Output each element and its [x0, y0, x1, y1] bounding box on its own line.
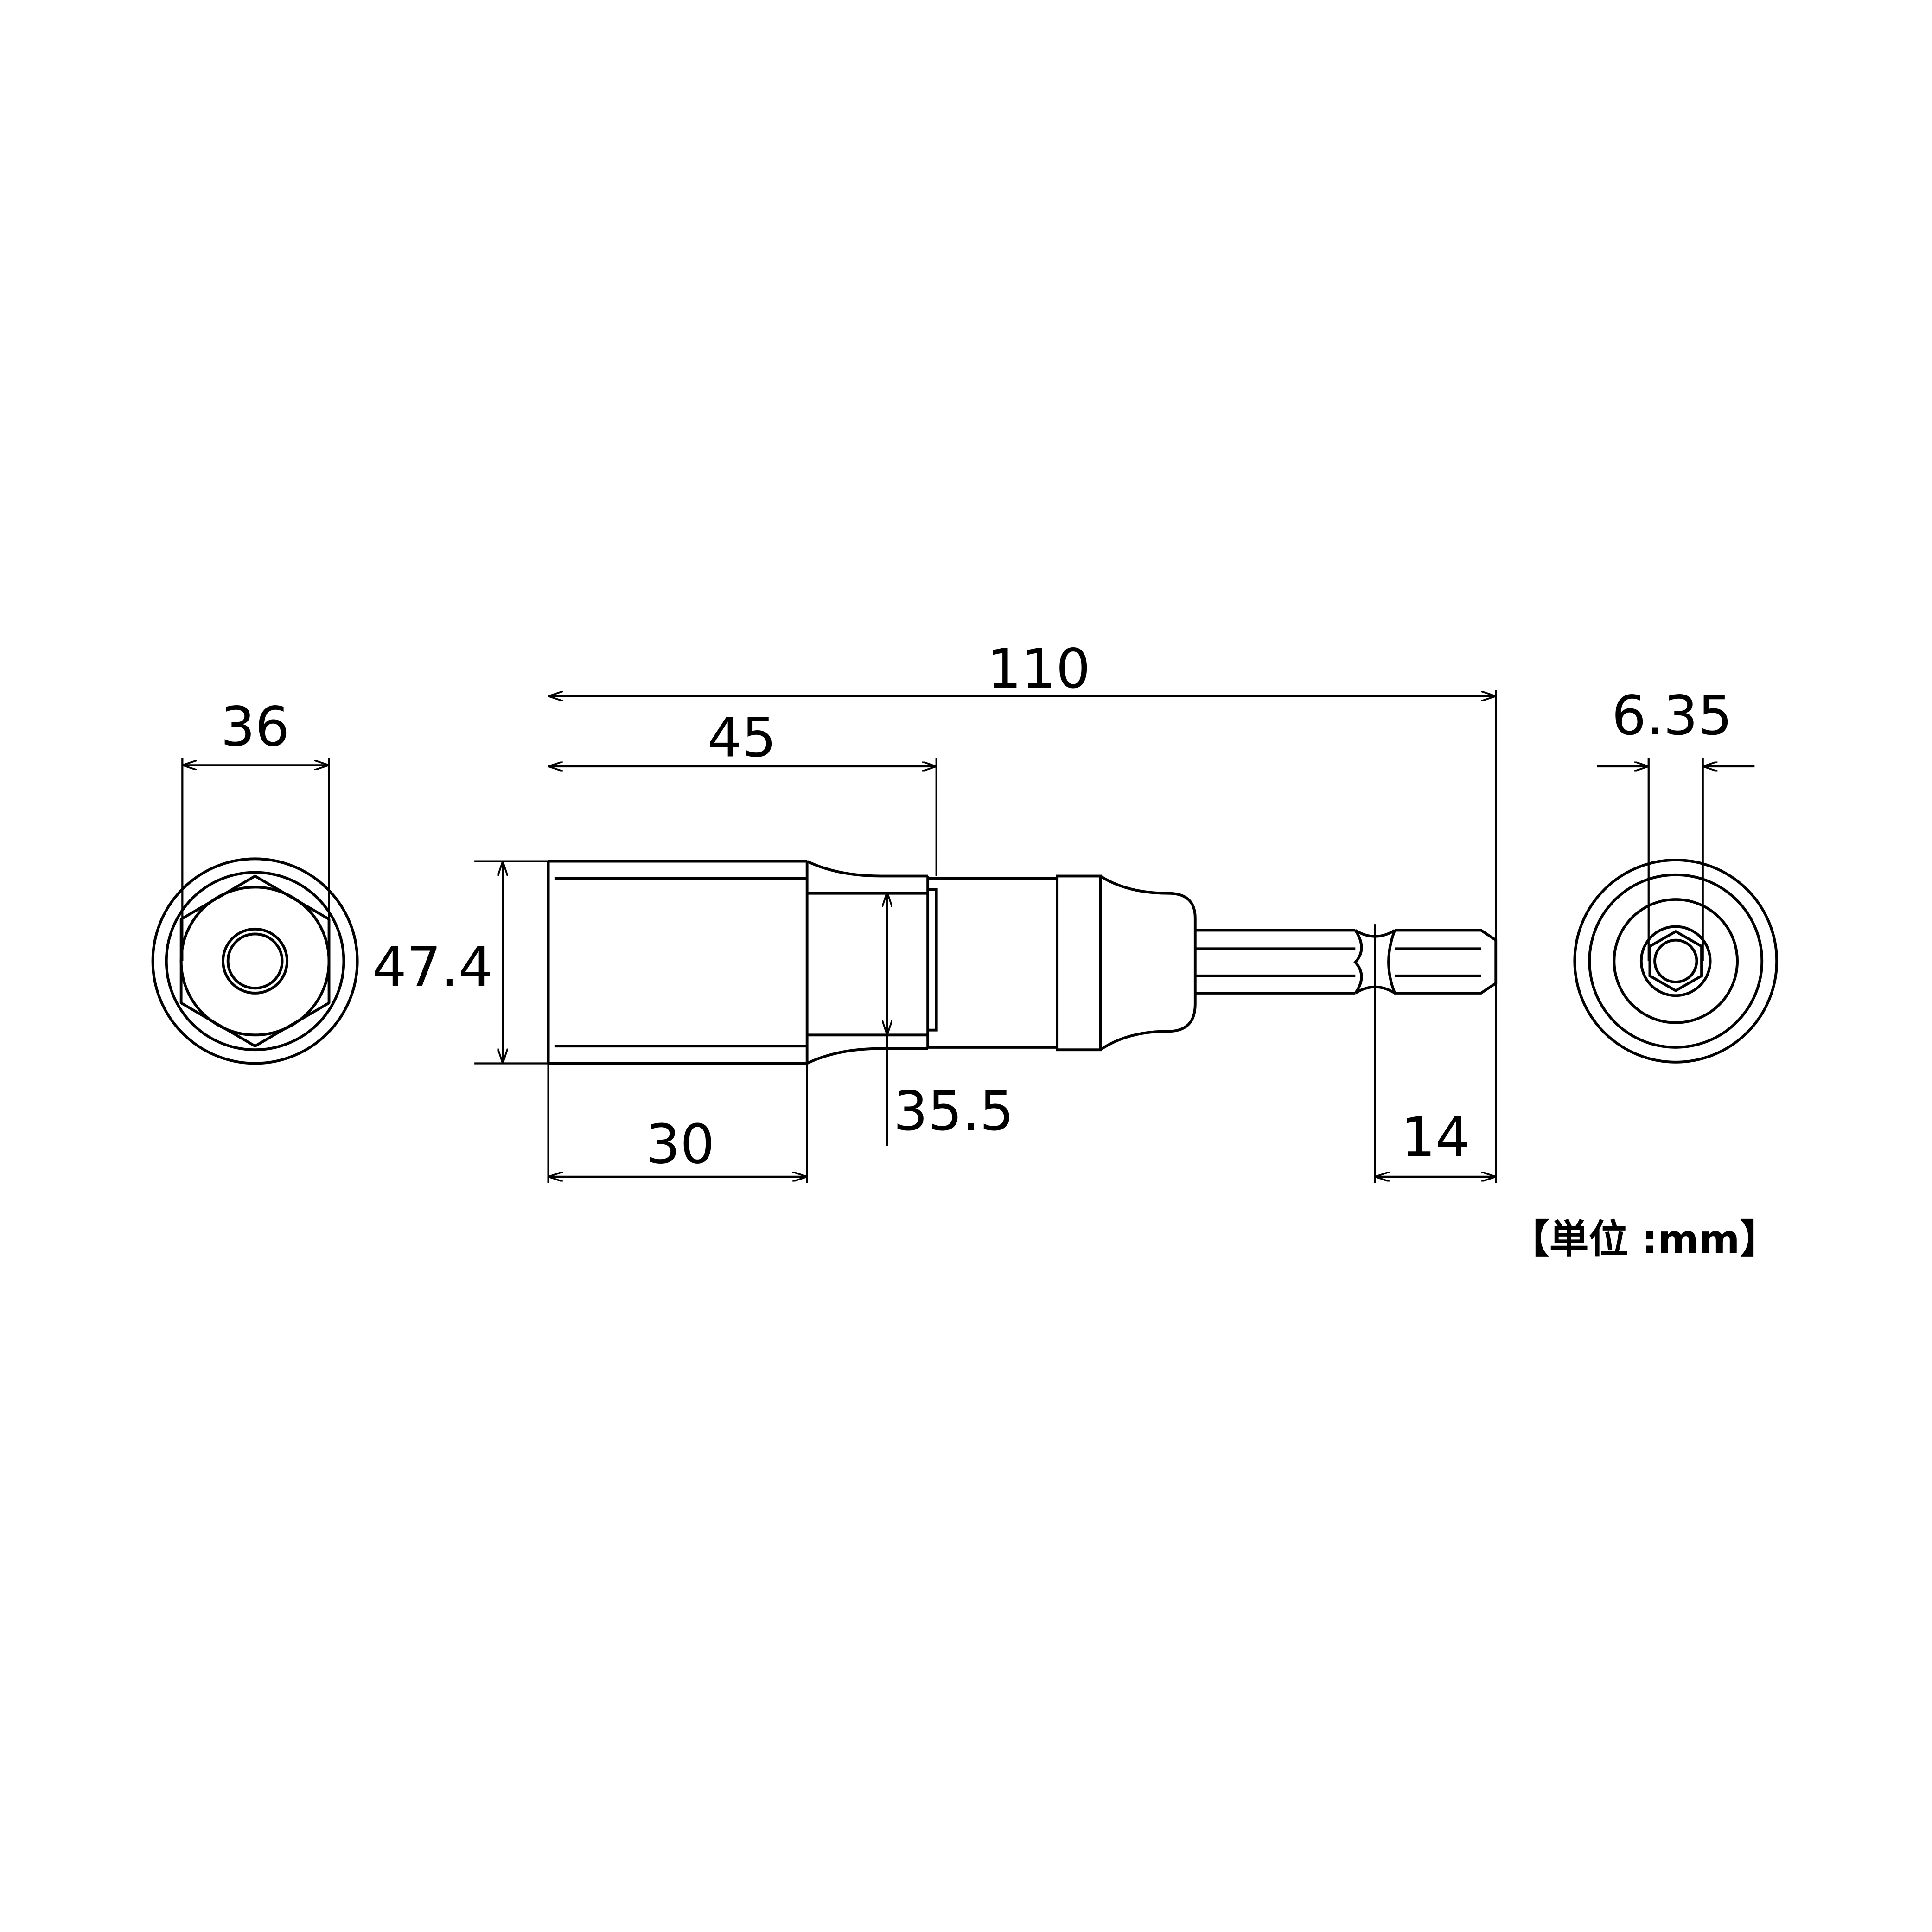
dim-shank-hex-size: 6.35 [1612, 684, 1732, 747]
dim-socket-width: 36 [221, 695, 290, 759]
socket-side-view [547, 860, 1498, 1065]
dim-outer-diameter: 47.4 [372, 935, 493, 999]
dimension-lines [181, 690, 1755, 1183]
dim-overall-length: 110 [987, 637, 1090, 701]
dim-shank-tip-length: 14 [1401, 1105, 1470, 1169]
socket-end-view [151, 857, 359, 1065]
unit-label: 【単位 :mm】 [1510, 1217, 1779, 1263]
dim-neck-diameter: 35.5 [893, 1079, 1014, 1143]
dim-socket-depth: 45 [707, 706, 776, 770]
shank-end-view [1573, 859, 1779, 1064]
dim-hex-depth: 30 [646, 1113, 715, 1176]
